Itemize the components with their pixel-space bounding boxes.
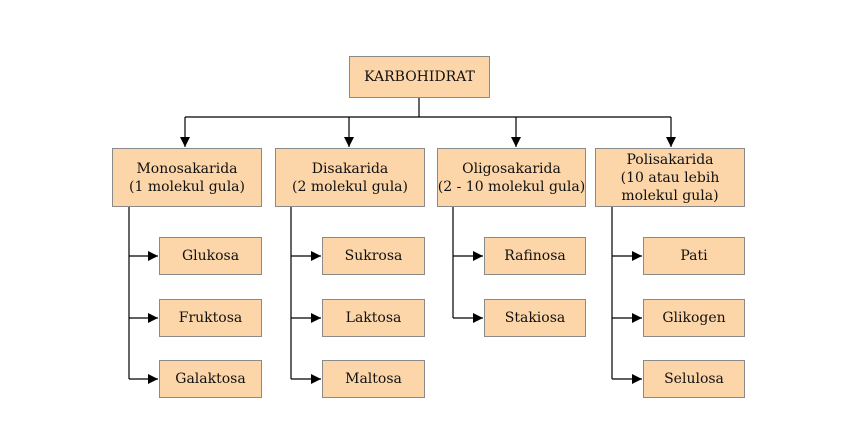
category-subtitle: (10 atau lebih bbox=[620, 169, 720, 186]
category-subtitle: molekul gula) bbox=[621, 187, 719, 204]
category-subtitle: (1 molekul gula) bbox=[129, 178, 245, 195]
category-node-oligosakarida: Oligosakarida (2 - 10 molekul gula) bbox=[437, 148, 586, 207]
root-node-label: KARBOHIDRAT bbox=[364, 69, 475, 85]
item-node-laktosa: Laktosa bbox=[322, 299, 425, 337]
item-label: Selulosa bbox=[664, 371, 724, 387]
item-node-sukrosa: Sukrosa bbox=[322, 237, 425, 275]
category-node-monosakarida: Monosakarida (1 molekul gula) bbox=[112, 148, 262, 207]
item-node-stakiosa: Stakiosa bbox=[484, 299, 586, 337]
category-title: Oligosakarida bbox=[462, 160, 561, 177]
category-node-polisakarida: Polisakarida (10 atau lebih molekul gula… bbox=[595, 148, 745, 207]
category-node-disakarida: Disakarida (2 molekul gula) bbox=[275, 148, 425, 207]
item-node-glikogen: Glikogen bbox=[643, 299, 745, 337]
item-label: Glikogen bbox=[662, 310, 726, 326]
root-node-karbohidrat: KARBOHIDRAT bbox=[349, 56, 490, 98]
item-label: Laktosa bbox=[345, 310, 402, 326]
item-label: Stakiosa bbox=[504, 310, 566, 326]
item-label: Galaktosa bbox=[175, 371, 246, 387]
item-node-galaktosa: Galaktosa bbox=[159, 360, 262, 398]
item-label: Sukrosa bbox=[344, 248, 403, 264]
item-node-selulosa: Selulosa bbox=[643, 360, 745, 398]
item-node-rafinosa: Rafinosa bbox=[484, 237, 586, 275]
category-title: Monosakarida bbox=[136, 160, 238, 177]
item-label: Maltosa bbox=[345, 371, 402, 387]
item-label: Glukosa bbox=[181, 248, 240, 264]
item-label: Pati bbox=[680, 248, 708, 264]
item-label: Rafinosa bbox=[504, 248, 566, 264]
category-title: Disakarida bbox=[311, 160, 389, 177]
category-title: Polisakarida bbox=[626, 151, 714, 168]
category-subtitle: (2 - 10 molekul gula) bbox=[437, 178, 586, 195]
item-label: Fruktosa bbox=[178, 310, 243, 326]
item-node-fruktosa: Fruktosa bbox=[159, 299, 262, 337]
item-node-pati: Pati bbox=[643, 237, 745, 275]
item-node-glukosa: Glukosa bbox=[159, 237, 262, 275]
category-subtitle: (2 molekul gula) bbox=[292, 178, 408, 195]
item-node-maltosa: Maltosa bbox=[322, 360, 425, 398]
